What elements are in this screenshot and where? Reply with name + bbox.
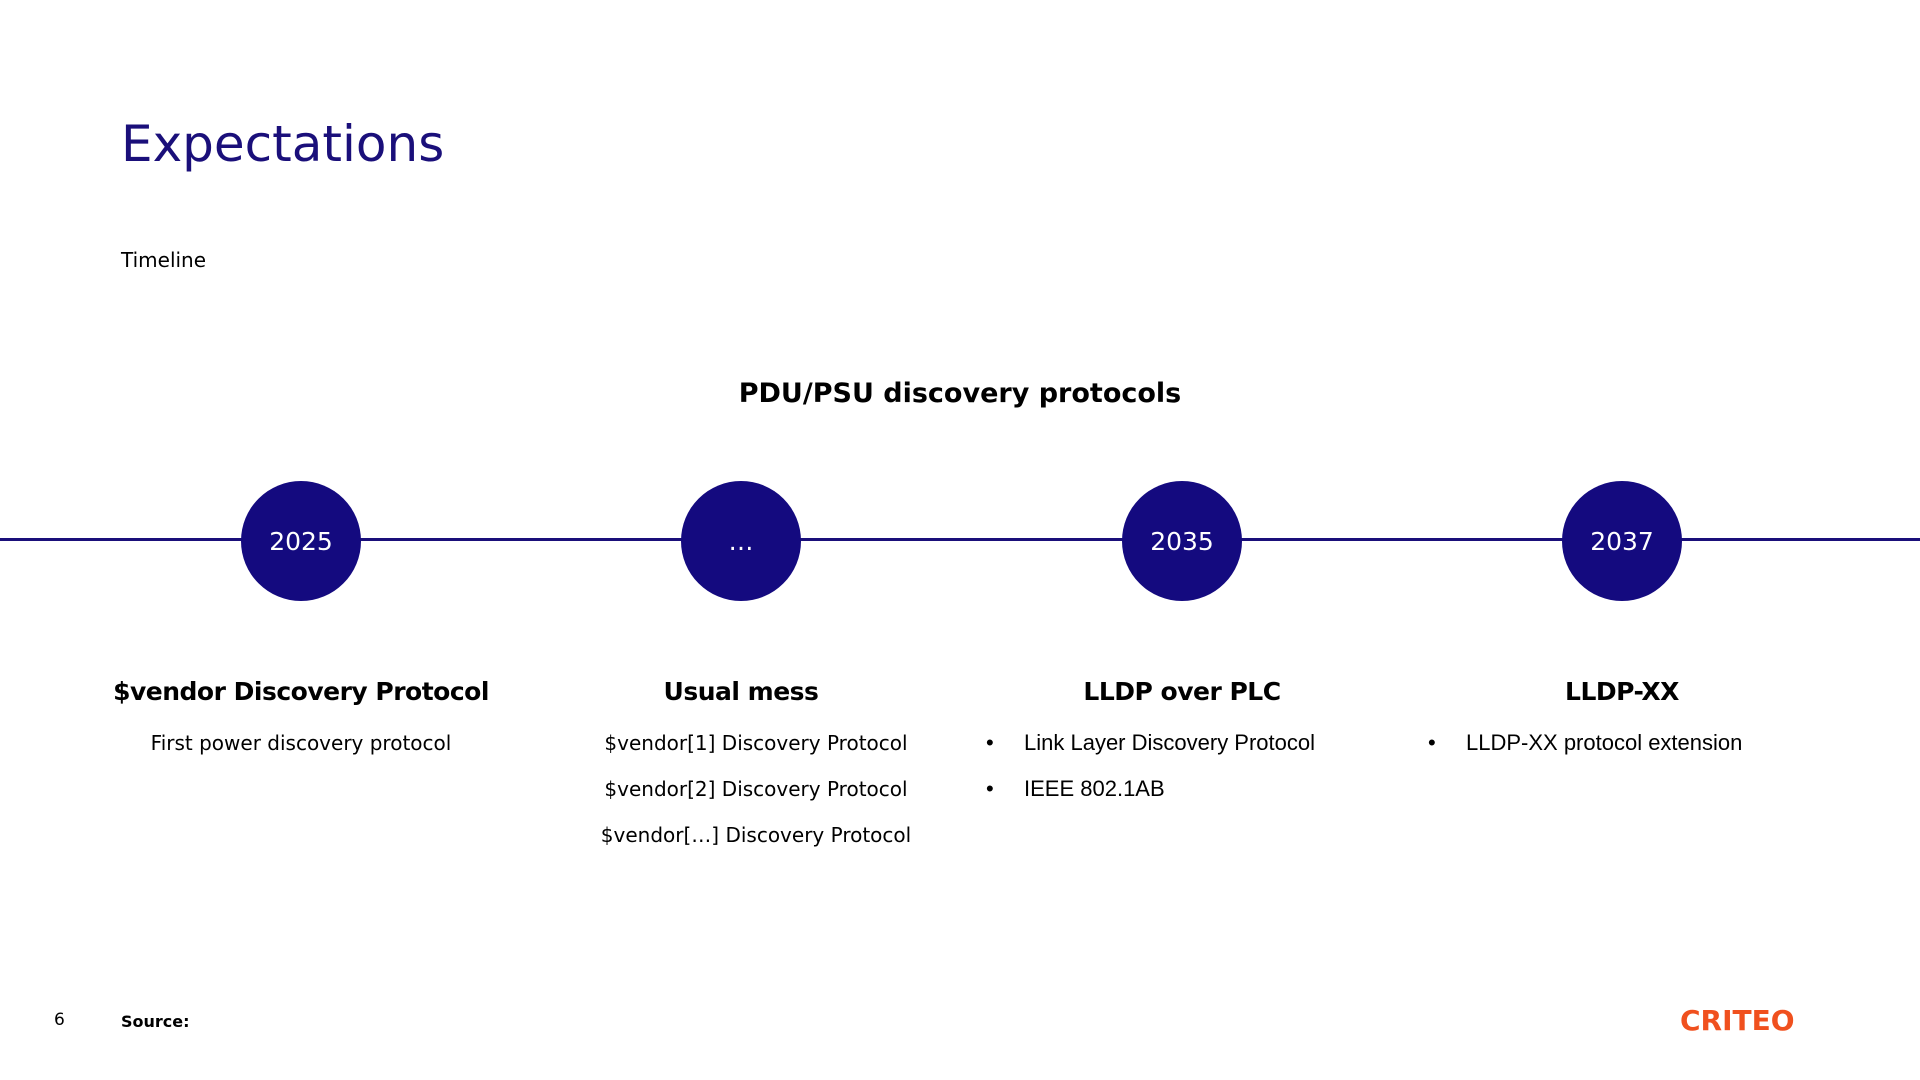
milestone-label: 2025 bbox=[269, 526, 333, 556]
page-number: 6 bbox=[54, 1010, 65, 1030]
milestone-title: $vendor Discovery Protocol bbox=[113, 677, 489, 706]
milestone-line: First power discovery protocol bbox=[150, 731, 452, 755]
timeline-heading: PDU/PSU discovery protocols bbox=[738, 378, 1182, 409]
milestone-title: LLDP-XX bbox=[1565, 677, 1679, 706]
milestone-column-2025: $vendor Discovery Protocol First power d… bbox=[91, 674, 511, 766]
slide-subtitle: Timeline bbox=[121, 248, 207, 272]
bullet-icon: • bbox=[1428, 730, 1436, 755]
milestone-label: … bbox=[728, 526, 754, 556]
bullet-text: Link Layer Discovery Protocol bbox=[1024, 730, 1316, 755]
bullet-item: • IEEE 802.1AB bbox=[986, 766, 1392, 812]
criteo-logo: CRITEO bbox=[1680, 1004, 1795, 1037]
milestone-label: 2035 bbox=[1150, 526, 1214, 556]
bullet-text: LLDP-XX protocol extension bbox=[1466, 730, 1743, 755]
slide-title: Expectations bbox=[121, 115, 445, 173]
timeline-line bbox=[0, 538, 1920, 541]
bullet-item: • LLDP-XX protocol extension bbox=[1428, 720, 1832, 766]
bullet-item: • Link Layer Discovery Protocol bbox=[986, 720, 1392, 766]
milestone-circle-2025: 2025 bbox=[241, 481, 361, 601]
milestone-bullets: • Link Layer Discovery Protocol • IEEE 802… bbox=[986, 720, 1392, 812]
source-label: Source: bbox=[121, 1012, 190, 1031]
milestone-column-2035: LLDP over PLC • Link Layer Discovery Prot… bbox=[972, 674, 1392, 812]
milestone-column-usual-mess: Usual mess $vendor[1] Discovery Protocol… bbox=[531, 674, 951, 858]
milestone-circle-2037: 2037 bbox=[1562, 481, 1682, 601]
milestone-line: $vendor[1] Discovery Protocol bbox=[604, 731, 908, 755]
milestone-lines: First power discovery protocol bbox=[91, 720, 511, 766]
milestone-bullets: • LLDP-XX protocol extension bbox=[1428, 720, 1832, 766]
milestone-line: $vendor[2] Discovery Protocol bbox=[604, 777, 908, 801]
milestone-title: Usual mess bbox=[663, 677, 819, 706]
milestone-label: 2037 bbox=[1590, 526, 1654, 556]
milestone-lines: $vendor[1] Discovery Protocol $vendor[2]… bbox=[561, 720, 951, 858]
milestone-title: LLDP over PLC bbox=[1083, 677, 1281, 706]
milestone-column-2037: LLDP-XX • LLDP-XX protocol extension bbox=[1412, 674, 1832, 766]
milestone-line: $vendor[…] Discovery Protocol bbox=[600, 823, 912, 847]
milestone-circle-ellipsis: … bbox=[681, 481, 801, 601]
bullet-text: IEEE 802.1AB bbox=[1024, 776, 1165, 801]
bullet-icon: • bbox=[986, 776, 994, 801]
milestone-circle-2035: 2035 bbox=[1122, 481, 1242, 601]
bullet-icon: • bbox=[986, 730, 994, 755]
